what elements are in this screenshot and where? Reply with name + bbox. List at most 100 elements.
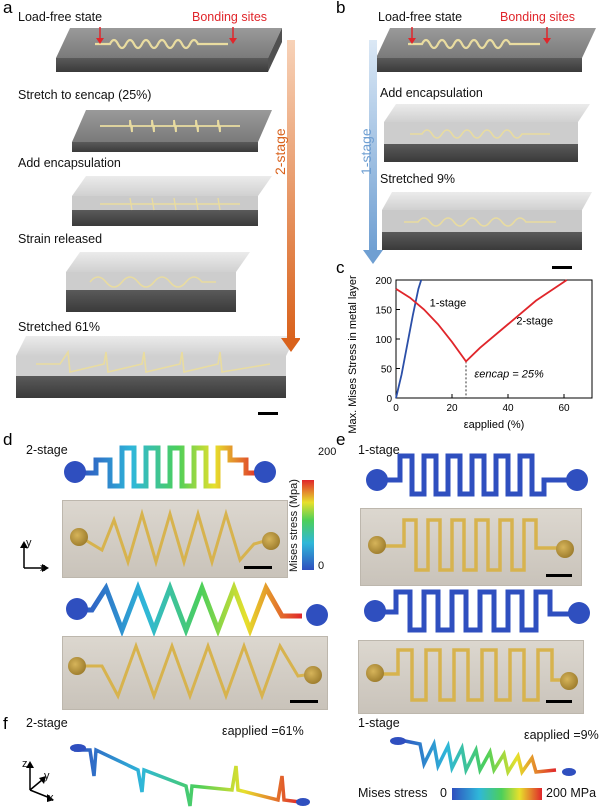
e-photo-top-trace — [382, 518, 560, 572]
d-colorbar — [302, 480, 314, 570]
f-right-pad-left — [390, 737, 406, 745]
d-pad-left-top — [64, 461, 86, 483]
a-slab-load-free — [56, 27, 282, 72]
chart-c-series-two-stage — [395, 279, 568, 363]
a-slab-stretched — [72, 110, 272, 152]
e-photo-bottom-pad-left — [366, 664, 384, 682]
a-bonding-sites-caption: Bonding sites — [192, 10, 268, 24]
chart-c-series-one-stage — [395, 279, 423, 399]
f-legend-label: Mises stress — [358, 786, 428, 800]
a-released-caption: Strain released — [18, 232, 103, 246]
d-axis-x: x — [40, 562, 46, 574]
e-photo-top-pad-left — [368, 536, 386, 554]
f-axes-icon — [26, 761, 54, 802]
d-colorbar-max: 200 — [318, 446, 337, 458]
chart-c-annot-1stage: 1-stage — [430, 298, 467, 310]
panel-c-label: c — [336, 258, 345, 277]
d-colorbar-label: Mises stress (Mpa) — [288, 479, 300, 572]
d-scale-bar-bottom — [290, 700, 318, 703]
chart-c-ytick-label: 150 — [375, 306, 392, 317]
chart-c-annot-encap: εencap = 25% — [474, 368, 544, 380]
d-colorbar-min: 0 — [318, 560, 325, 572]
d-pad-right-bottom — [306, 604, 328, 626]
chart-c: Max. Mises Stress in metal layer (MPa) ε… — [347, 274, 593, 434]
b-slab-stretched — [382, 192, 592, 250]
chart-c-ytick-label: 0 — [386, 394, 392, 405]
b-scale-bar — [552, 266, 572, 269]
a-arrow-head — [281, 338, 300, 352]
chart-c-ytick-label: 100 — [375, 335, 392, 346]
f-axis-y: y — [44, 770, 50, 782]
a-slab-released — [66, 252, 250, 312]
panel-b-label: b — [336, 0, 346, 17]
f-right-pad-right — [562, 768, 576, 776]
chart-c-ytick-label: 50 — [381, 365, 393, 376]
b-arrow-body — [369, 40, 377, 252]
chart-c-xtick-label: 40 — [502, 403, 514, 414]
chart-c-xtick-label: 20 — [446, 403, 458, 414]
f-axis-z: z — [22, 758, 28, 770]
e-scale-bar-top — [546, 574, 572, 577]
chart-c-ytick-label: 200 — [375, 276, 392, 287]
e-pad-left-top — [366, 469, 388, 491]
d-pad-left-bottom — [66, 598, 88, 620]
d-scale-bar-top — [244, 566, 272, 569]
a-arrow-body — [287, 40, 295, 340]
f-right-stage-label: 1-stage — [358, 716, 400, 730]
b-stretched-caption: Stretched 9% — [380, 172, 456, 186]
f-right-sim — [399, 738, 557, 777]
b-load-free-caption: Load-free state — [378, 10, 463, 24]
panel-f-label: f — [3, 714, 8, 733]
d-sim-bottom — [78, 580, 302, 636]
a-scale-bar — [258, 412, 278, 415]
b-slab-encapsulated — [384, 104, 590, 162]
a-load-free-caption: Load-free state — [18, 10, 103, 24]
d-photo-pad-right — [262, 532, 280, 550]
d-axis-y: y — [26, 537, 32, 549]
e-sim-bottom — [380, 589, 574, 633]
a-slab-encapsulated — [72, 176, 272, 226]
e-pad-right-bottom — [568, 602, 590, 624]
panel-e-label: e — [336, 430, 346, 449]
f-left-sim — [74, 747, 301, 807]
e-photo-bottom-pad-right — [560, 672, 578, 690]
b-encapsulation-caption: Add encapsulation — [380, 86, 483, 100]
d-photo-top — [62, 500, 288, 578]
e-pad-left-bottom — [364, 600, 386, 622]
f-legend-bar — [452, 788, 542, 800]
e-stage-label: 1-stage — [358, 443, 400, 457]
d-sim-top — [78, 445, 260, 489]
b-slab-load-free — [376, 27, 596, 72]
d-axes-icon — [20, 541, 49, 572]
a-encapsulation-caption: Add encapsulation — [18, 156, 121, 170]
f-right-strain: εapplied =9% — [524, 728, 599, 742]
d-photo-pad-left — [70, 528, 88, 546]
f-legend-max: 200 MPa — [546, 786, 597, 800]
d-photo-top-trace — [81, 508, 269, 568]
e-photo-top-pad-right — [556, 540, 574, 558]
chart-c-xlabel: εapplied (%) — [464, 419, 525, 431]
d-photo-bottom-trace — [82, 641, 313, 701]
d-pad-right-top — [254, 461, 276, 483]
chart-c-annot-2stage: 2-stage — [516, 315, 553, 327]
f-axis-x: x — [48, 792, 54, 804]
panel-a-graphics — [16, 27, 300, 398]
panel-d-label: d — [3, 430, 13, 449]
chart-c-xtick-label: 0 — [393, 403, 399, 414]
f-left-strain: εapplied =61% — [222, 724, 304, 738]
f-legend-min: 0 — [440, 786, 447, 800]
e-scale-bar-bottom — [546, 700, 572, 703]
panel-a-label: a — [3, 0, 13, 17]
chart-c-ylabel: Max. Mises Stress in metal layer (MPa) — [347, 274, 359, 434]
d-photo-bottom-pad-left — [68, 657, 86, 675]
d-stage-label: 2-stage — [26, 443, 68, 457]
b-arrow-head — [363, 250, 383, 264]
f-left-pad-right — [296, 798, 310, 806]
e-photo-bottom-trace — [378, 648, 568, 702]
b-bonding-sites-caption: Bonding sites — [500, 10, 576, 24]
e-pad-right-top — [566, 469, 588, 491]
panel-b-graphics — [363, 27, 596, 264]
a-stretch-caption: Stretch to εencap (25%) — [18, 88, 152, 102]
f-left-stage-label: 2-stage — [26, 716, 68, 730]
